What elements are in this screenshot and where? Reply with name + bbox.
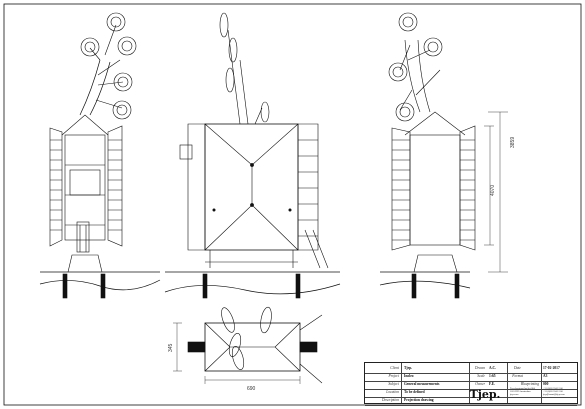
slats-left — [49, 127, 63, 247]
divider — [507, 363, 508, 403]
date-value: 17-02-2017 — [543, 366, 560, 370]
revision-label: Blueprinting — [520, 382, 539, 386]
contact-line: +31 (0)20 334 12 00 — [543, 387, 563, 390]
description-label: Description — [382, 398, 399, 402]
rear-elevation-view — [379, 12, 508, 299]
contact-line: Tweebosstraat bucket 804 — [510, 387, 535, 390]
scale-value: 1:65 — [489, 374, 496, 378]
side-elevation-view — [39, 12, 161, 299]
contact-line: +31 (0)20 334 12 00 — [543, 390, 563, 393]
dimension-plan-depth: 345 — [168, 343, 174, 352]
canopy-discs-left — [80, 12, 137, 120]
tjep-logo: Tjep. — [469, 388, 501, 401]
description-value: Projection drawing — [404, 398, 434, 402]
title-block: Client Tjep. Drawn A.C. Date 17-02-2017 … — [364, 362, 578, 406]
format-label: Format — [512, 374, 523, 378]
slats-right — [107, 125, 123, 247]
drawn-label: Drawn — [475, 366, 485, 370]
location-value: To be defined — [404, 390, 425, 394]
client-label: Client — [390, 366, 399, 370]
contact-line: tjep@smart@tjep.com — [543, 393, 565, 396]
subject-label: Subject — [388, 382, 399, 386]
owner-value: F.E. — [489, 382, 496, 386]
contact-line: tjep.com — [510, 393, 519, 396]
divider — [469, 363, 470, 403]
client-value: Tjep. — [404, 366, 413, 370]
location-label: Location — [386, 390, 399, 394]
dimension-plan-width: 690 — [247, 386, 256, 392]
drawn-value: A.C. — [489, 366, 496, 370]
project-label: Project — [388, 374, 399, 378]
plan-view — [173, 306, 323, 384]
divider — [541, 363, 542, 403]
divider — [401, 363, 402, 403]
dimension-cabin-height: 4070 — [490, 185, 496, 196]
dimension-tower-height: 3859 — [510, 137, 516, 148]
contact-phone: +31 (0)20 334 12 00 +31 (0)20 334 12 00 … — [543, 387, 565, 396]
scale-label: Scale — [477, 374, 485, 378]
contact-address: Tweebosstraat bucket 804 1015 HD Amsterd… — [510, 387, 535, 396]
project-value: Inoleo — [404, 374, 414, 378]
date-label: Date — [514, 366, 521, 370]
owner-label: Owner — [475, 382, 485, 386]
front-elevation-view — [164, 12, 341, 299]
subject-value: General measurements — [404, 382, 440, 386]
format-value: A3 — [543, 374, 548, 378]
contact-line: 1015 HD Amsterdam — [510, 390, 531, 393]
revision-value: 000 — [543, 382, 549, 386]
